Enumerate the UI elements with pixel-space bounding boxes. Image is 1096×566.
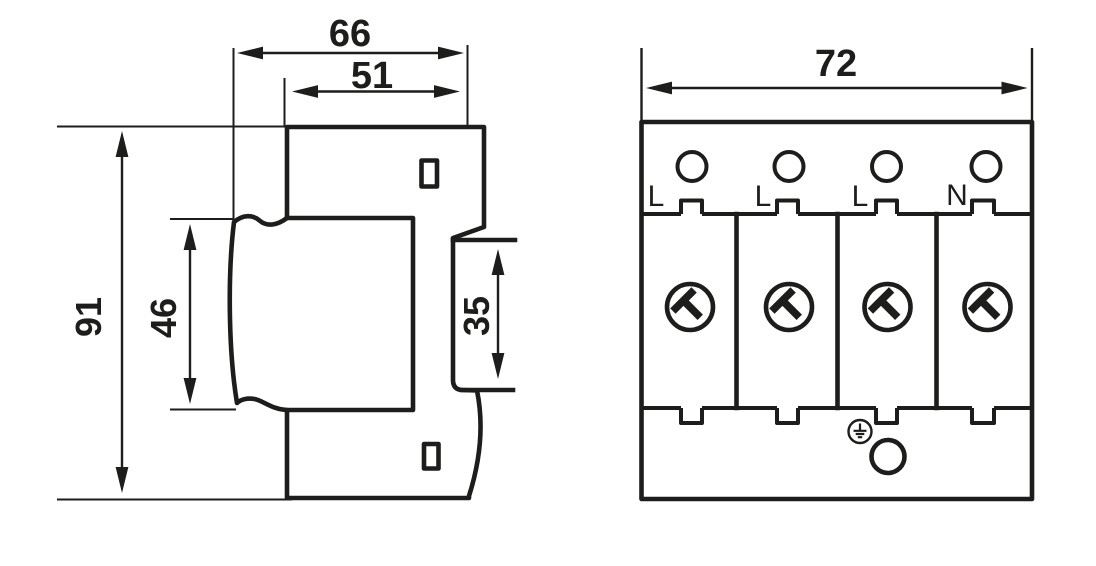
screw-icon — [763, 281, 815, 333]
arrowhead-up — [115, 131, 129, 157]
arrowhead-left — [292, 85, 318, 98]
din-clip-slot-lower-icon — [421, 441, 441, 471]
dimension-body-depth: 51 — [283, 55, 460, 126]
arrowhead-right — [1001, 81, 1028, 95]
front-view: 72 L L L N — [639, 43, 1035, 502]
dim-value-51: 51 — [351, 55, 393, 97]
arrowhead-down — [183, 378, 197, 404]
arrowhead-right — [434, 85, 460, 98]
module-tab — [775, 198, 800, 214]
dim-value-35: 35 — [456, 296, 497, 336]
module-step-edges — [284, 215, 416, 413]
dimension-front-section-height: 46 — [143, 218, 236, 411]
side-body-outline — [227, 124, 487, 501]
front-body-outline — [639, 119, 1035, 502]
arrowhead-down — [491, 353, 505, 379]
screw-slot-bar — [867, 287, 895, 314]
screw-slot-bar — [967, 287, 995, 314]
terminal-label-n: N — [946, 179, 968, 212]
terminal-hole-icon — [675, 150, 709, 183]
screw-slot-stem — [880, 300, 901, 320]
arrowhead-up — [183, 224, 197, 250]
dimension-overall-depth: 66 — [232, 13, 469, 221]
lower-module-seam — [641, 406, 1032, 425]
module-tab — [679, 198, 704, 214]
screw-icon — [962, 281, 1013, 333]
terminal-label-l2: L — [755, 180, 772, 213]
earth-ground-icon — [847, 418, 873, 445]
module-tab — [874, 198, 899, 214]
screw-icon — [862, 281, 913, 333]
mounting-hole-icon — [869, 437, 907, 476]
arrowhead-up — [491, 249, 505, 275]
arrowhead-left — [237, 46, 263, 60]
terminal-label-l3: L — [852, 180, 869, 213]
screw-slot-stem — [782, 300, 802, 320]
screw-slot-stem — [980, 300, 1001, 320]
screw-slot-bar — [769, 287, 796, 314]
dimension-rail-height: 35 — [456, 249, 505, 379]
screw-head-circle — [664, 281, 716, 333]
din-clip-slot-upper-icon — [419, 158, 440, 189]
screw-head-circle — [962, 281, 1013, 333]
screw-icon — [664, 281, 716, 333]
arrowhead-right — [438, 46, 464, 60]
dim-value-66: 66 — [329, 13, 371, 55]
screw-head-circle — [763, 281, 815, 333]
dim-value-91: 91 — [68, 297, 109, 337]
module-tab — [970, 198, 996, 214]
terminal-holes — [675, 150, 1003, 183]
terminal-label-l1: L — [648, 180, 665, 213]
terminal-hole-icon — [870, 150, 903, 183]
dimension-overall-width: 72 — [640, 43, 1034, 120]
screw-slot-bar — [670, 287, 697, 314]
module-tab — [775, 408, 800, 425]
screw-slot-stem — [683, 300, 703, 320]
arrowhead-down — [115, 467, 129, 493]
module-tab — [679, 408, 704, 425]
terminal-hole-icon — [969, 150, 1003, 183]
dim-value-46: 46 — [143, 298, 184, 338]
module-tab — [874, 408, 899, 425]
dim-value-72: 72 — [815, 43, 857, 85]
arrowhead-left — [646, 81, 672, 95]
dimension-overall-height: 91 — [68, 131, 129, 493]
terminal-hole-icon — [772, 150, 806, 183]
side-view: 66 51 91 — [57, 13, 518, 501]
screw-head-circle — [862, 281, 913, 333]
module-tab — [970, 408, 996, 425]
